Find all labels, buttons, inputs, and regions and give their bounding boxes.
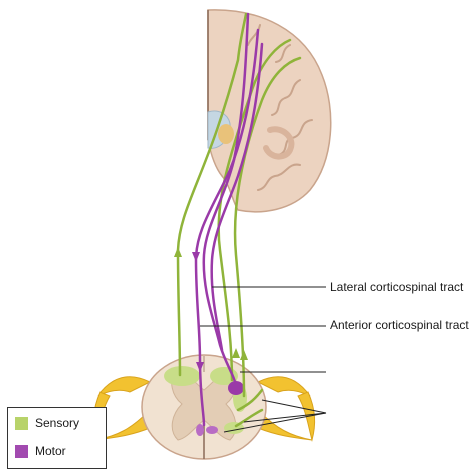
nerve-root-upper-left — [97, 376, 152, 397]
leader-fan-1 — [261, 399, 327, 414]
legend-item-motor: Motor — [15, 444, 66, 458]
legend-swatch-motor — [15, 444, 28, 458]
sensory-tract-inner — [233, 56, 302, 398]
arrow-up-icon — [174, 247, 182, 257]
sensory-branch-1 — [236, 388, 264, 412]
legend-label-sensory: Sensory — [35, 416, 80, 430]
arrow-up-icon — [232, 348, 240, 358]
sensory-region-dorsal-left — [164, 366, 200, 386]
legend-item-sensory: Sensory — [15, 416, 79, 430]
arrow-up-icon — [240, 350, 248, 360]
leader-lines — [200, 286, 327, 433]
spinal-cord-section — [141, 354, 267, 460]
motor-arrows — [192, 252, 204, 372]
thalamus — [218, 124, 234, 144]
nerve-root-upper-right — [256, 376, 311, 397]
nerve-root-lower-right — [257, 410, 313, 441]
sensory-branch-2 — [234, 408, 264, 428]
anterior-corticospinal-tract-label: Anterior corticospinal tract — [330, 318, 469, 332]
legend-swatch-sensory — [15, 416, 28, 430]
legend-label-motor: Motor — [35, 444, 66, 458]
anterior-corticospinal-region-left — [196, 424, 204, 436]
sensory-tract-outer — [176, 12, 248, 377]
leader-fan-2 — [243, 412, 327, 423]
gray-matter — [171, 371, 237, 441]
arrow-down-icon — [196, 362, 204, 372]
legend: Sensory Motor — [7, 407, 107, 469]
sensory-pathways — [176, 12, 302, 428]
motor-tract-third — [210, 42, 264, 352]
arrow-down-icon — [192, 252, 200, 262]
anterior-corticospinal-region-right — [206, 426, 218, 434]
spinal-nerve-right — [297, 391, 316, 442]
lateral-corticospinal-tract-label: Lateral corticospinal tract — [330, 280, 464, 294]
leader-fan-3 — [223, 412, 327, 433]
sensory-arrows — [174, 247, 248, 360]
cortical-folds-inner — [263, 126, 295, 160]
